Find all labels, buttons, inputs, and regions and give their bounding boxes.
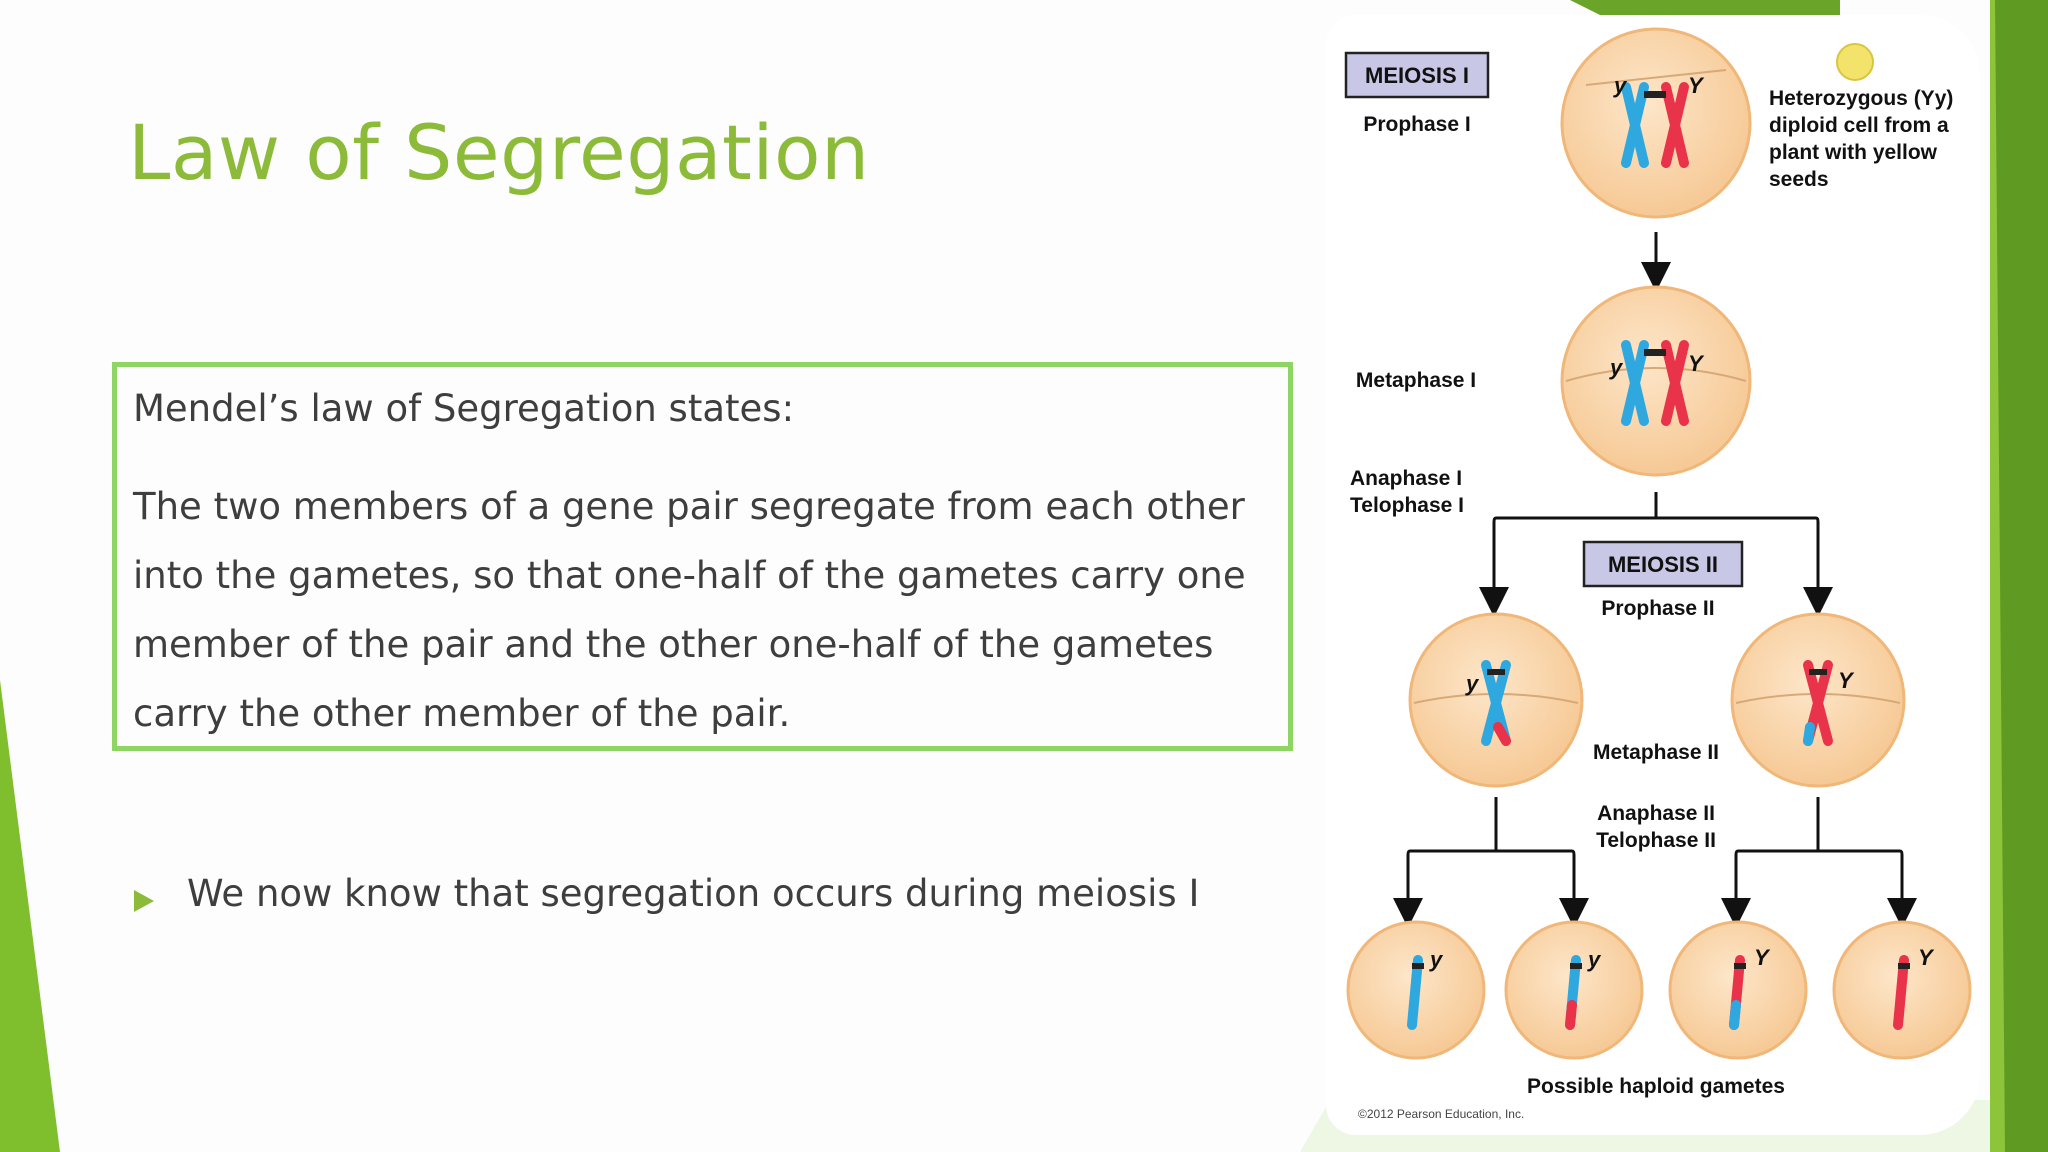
metaphase-ii-right-allele: Y [1838, 668, 1855, 693]
anaphase-i-label: Anaphase I [1350, 467, 1462, 490]
metaphase-ii-label: Metaphase II [1593, 741, 1719, 764]
meiosis-figure: MEIOSIS I Prophase I y Y Heterozygous (Y… [1326, 15, 1980, 1135]
copyright-text: ©2012 Pearson Education, Inc. [1358, 1107, 1524, 1121]
gamete-4-allele: Y [1918, 945, 1935, 970]
prophase-i-chromosomes [1621, 82, 1689, 168]
telophase-ii-label: Telophase II [1596, 829, 1716, 852]
prophase-ii-label: Prophase II [1601, 597, 1714, 620]
gamete-1-chromosome [1407, 955, 1424, 1030]
cell-caption-line-4: seeds [1769, 168, 1829, 191]
gamete-2-chromosome [1565, 955, 1582, 1030]
metaphase-i-allele-Y: Y [1688, 351, 1705, 376]
metaphase-ii-chromosome-left [1481, 660, 1511, 746]
cell-caption-line-1: Heterozygous (Yy) [1769, 87, 1953, 110]
meiosis-diagram: MEIOSIS I Prophase I y Y Heterozygous (Y… [1344, 27, 1972, 1121]
meiosis-ii-label-box [1582, 540, 1744, 588]
metaphase-i-cell [1560, 285, 1752, 477]
gamete-1-allele: y [1429, 947, 1444, 972]
split-arrows-meiosis-i [1479, 492, 1833, 617]
slide-title: Law of Segregation [128, 108, 870, 197]
prophase-i-allele-Y: Y [1688, 73, 1705, 98]
triangle-bullet-icon [134, 890, 154, 912]
prophase-i-allele-y: y [1613, 73, 1628, 98]
anaphase-ii-label: Anaphase II [1597, 802, 1715, 825]
gamete-2-allele: y [1587, 947, 1602, 972]
definition-box: Mendel’s law of Segregation states: The … [112, 362, 1293, 751]
cell-caption-line-3: plant with yellow [1769, 141, 1938, 164]
split-arrows-meiosis-ii [1393, 797, 1917, 928]
metaphase-ii-chromosome-right [1803, 660, 1833, 746]
gametes-caption: Possible haploid gametes [1527, 1075, 1785, 1098]
meiosis-i-label: MEIOSIS I [1365, 63, 1469, 88]
meiosis-i-label-box [1344, 51, 1490, 99]
prophase-i-cell [1560, 27, 1752, 219]
metaphase-ii-left-allele: y [1465, 671, 1480, 696]
metaphase-i-label: Metaphase I [1356, 369, 1476, 392]
yellow-seed-icon [1836, 43, 1874, 81]
gamete-4-chromosome [1893, 955, 1910, 1030]
metaphase-i-chromosomes [1621, 340, 1689, 426]
definition-text: The two members of a gene pair segregate… [133, 485, 1246, 735]
bullet-text: We now know that segregation occurs duri… [187, 872, 1200, 915]
meiosis-ii-label: MEIOSIS II [1608, 552, 1718, 577]
metaphase-i-allele-y: y [1609, 355, 1624, 380]
prophase-i-label: Prophase I [1363, 113, 1470, 136]
gamete-3-chromosome [1729, 955, 1746, 1030]
gamete-3-allele: Y [1754, 945, 1771, 970]
telophase-i-label: Telophase I [1350, 494, 1464, 517]
definition-intro: Mendel’s law of Segregation states: [133, 387, 795, 430]
cell-caption-line-2: diploid cell from a [1769, 114, 1949, 137]
